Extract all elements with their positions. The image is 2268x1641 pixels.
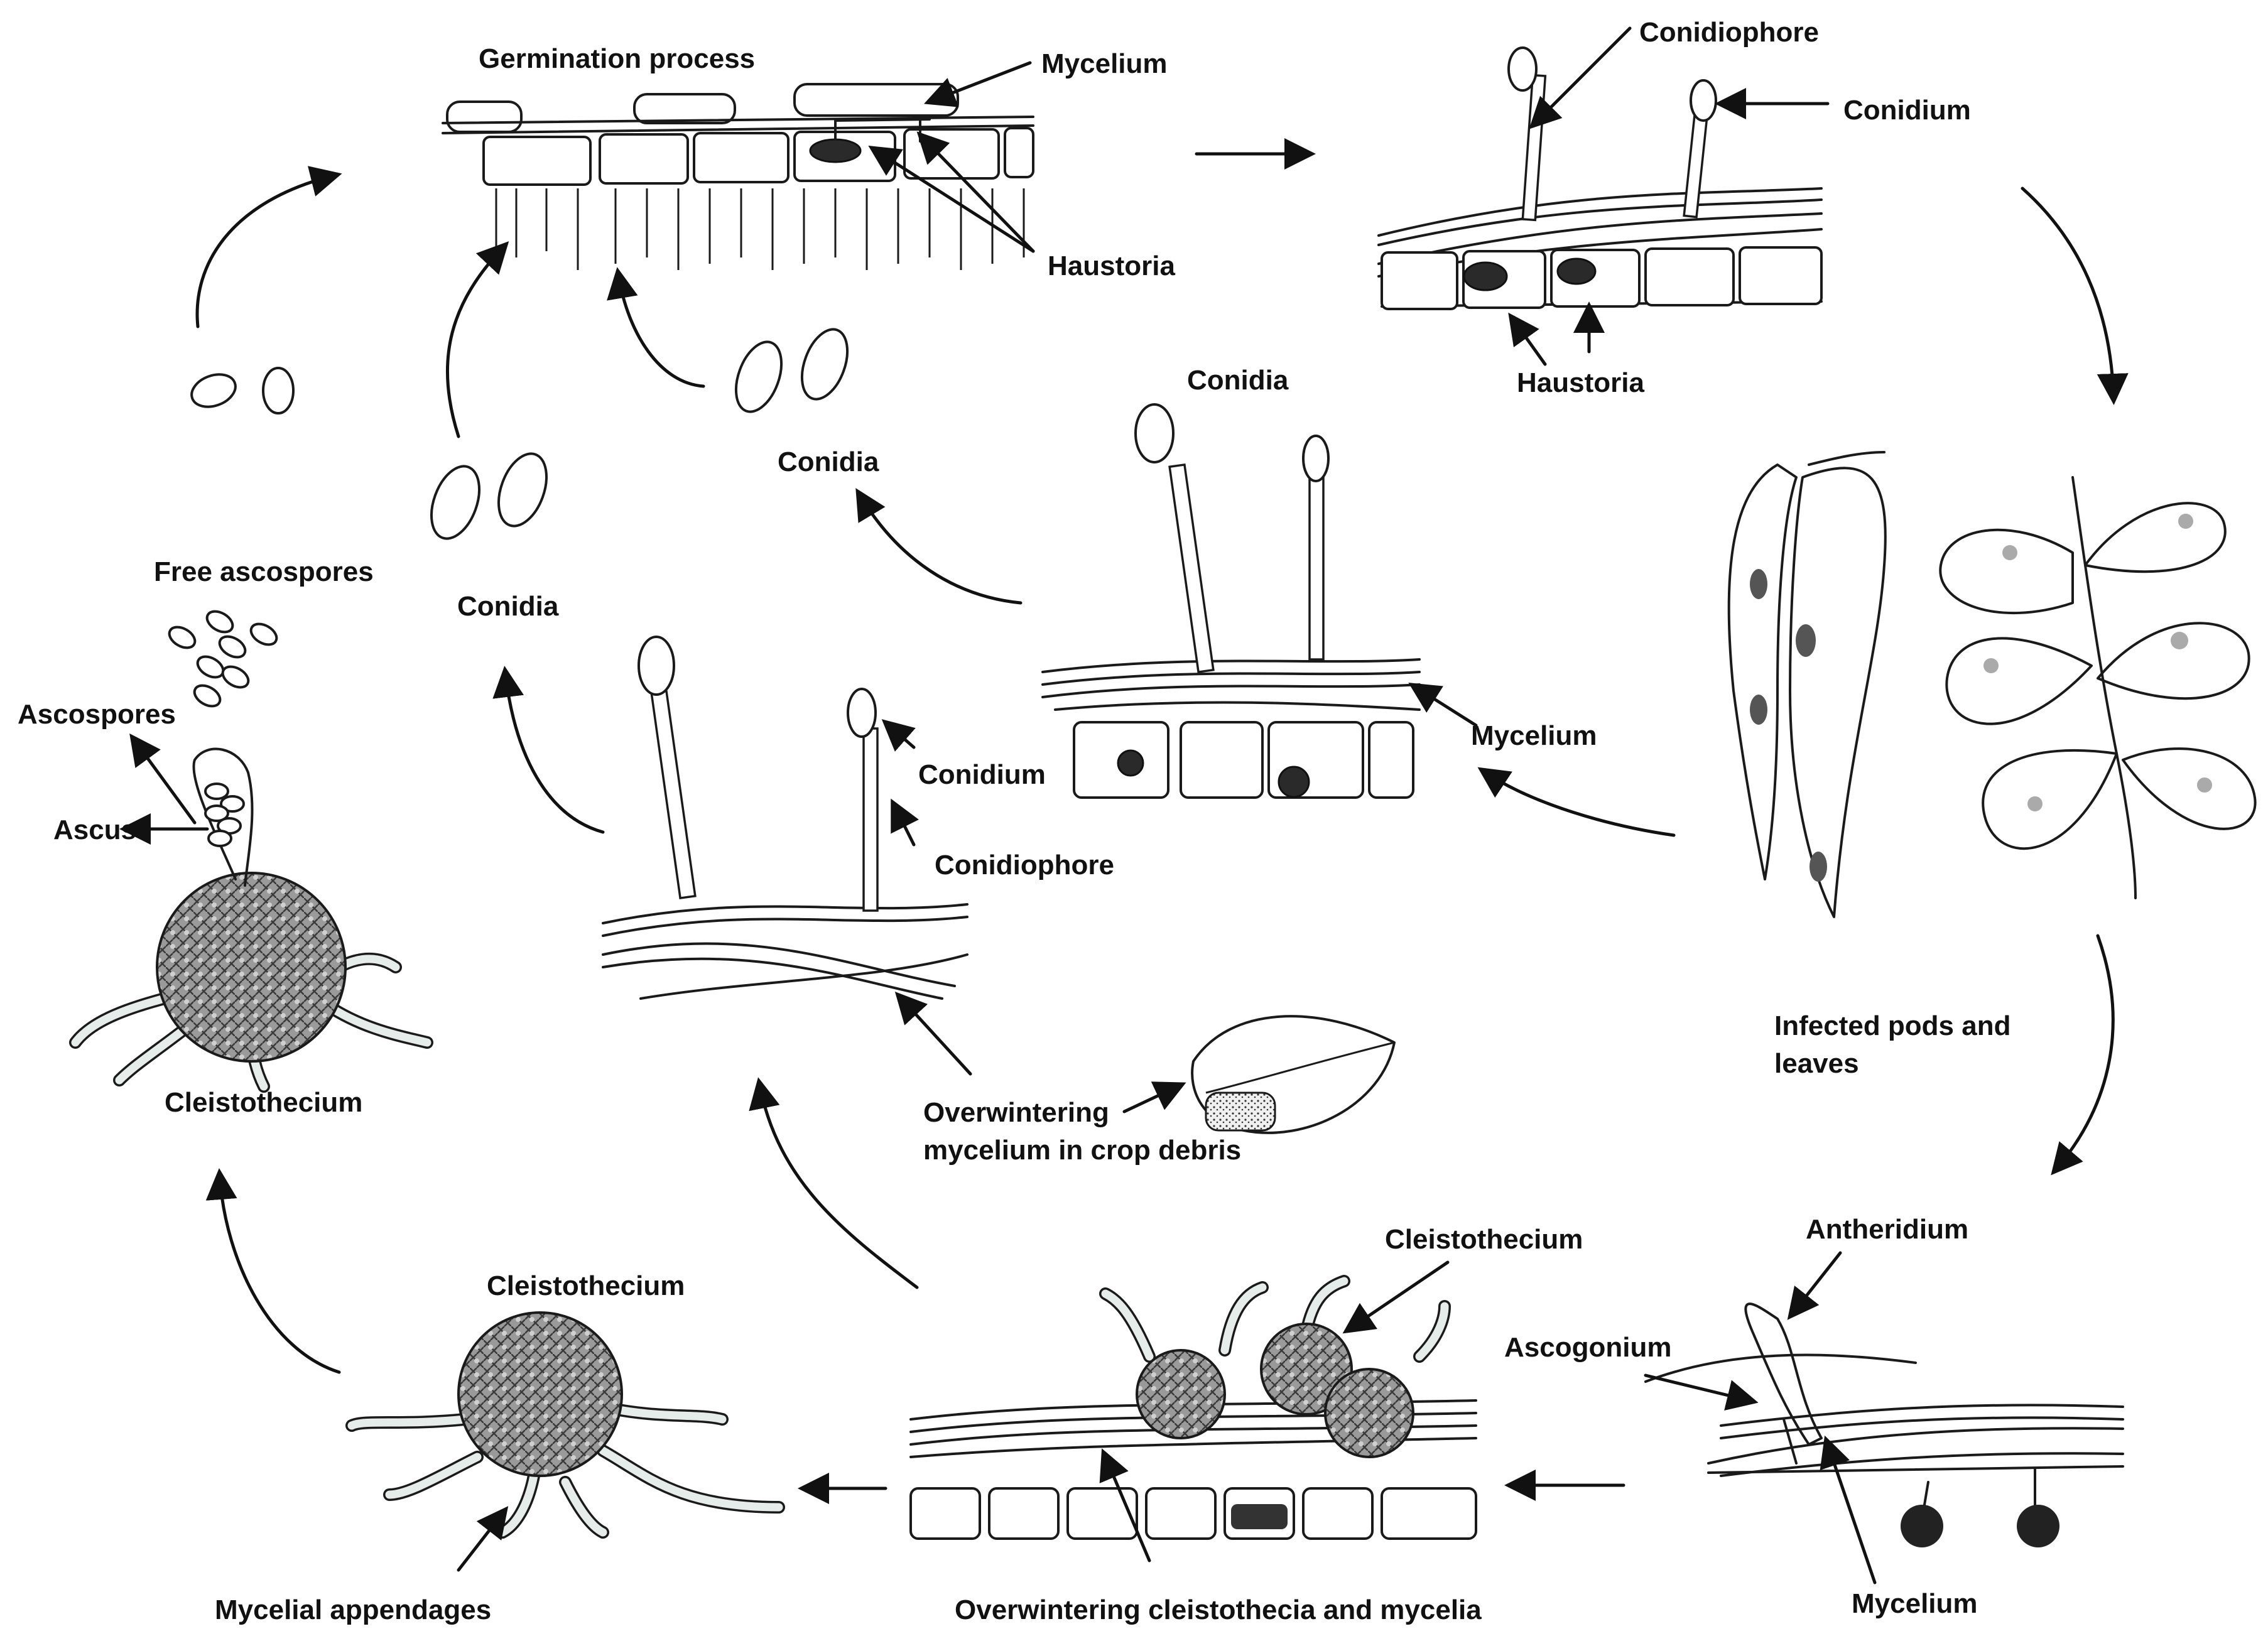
- label-conidia-upper-left: Conidia: [778, 447, 879, 477]
- label-mycelium-bottom-right: Mycelium: [1852, 1588, 1978, 1619]
- label-conidiophore-mid: Conidiophore: [935, 850, 1114, 880]
- overwintering-mycelium-conidiophore-illustration: [602, 636, 969, 1000]
- label-conidium-mid: Conidium: [918, 759, 1046, 790]
- label-mycelium-mid: Mycelium: [1471, 720, 1597, 751]
- label-ascus: Ascus: [53, 815, 136, 845]
- infected-pods-and-leaves: [1727, 451, 2257, 918]
- cleistothecium-with-appendages: [345, 1311, 785, 1539]
- label-cleistothecium-bottom-center: Cleistothecium: [1385, 1224, 1583, 1255]
- label-conidiophore-top: Conidiophore: [1639, 17, 1819, 48]
- label-conidia-center: Conidia: [1187, 365, 1289, 396]
- label-overwintering-debris-line2: mycelium in crop debris: [923, 1135, 1241, 1166]
- label-cleistothecium-bottom-left: Cleistothecium: [487, 1270, 685, 1301]
- label-mycelial-appendages: Mycelial appendages: [215, 1595, 491, 1625]
- label-antheridium: Antheridium: [1806, 1214, 1968, 1245]
- germinating-ascospores: [190, 367, 295, 414]
- label-overwintering-cleistothecia: Overwintering cleistothecia and mycelia: [955, 1595, 1482, 1625]
- label-conidium-top: Conidium: [1843, 95, 1971, 126]
- label-infected-pods-line1: Infected pods and: [1774, 1010, 2010, 1041]
- free-conidia: [430, 328, 849, 540]
- label-haustoria-top: Haustoria: [1048, 251, 1175, 281]
- center-conidiophore-illustration: [1041, 403, 1421, 799]
- label-pointer-arrows: [119, 26, 1877, 1584]
- label-ascospores: Ascospores: [18, 699, 176, 730]
- cleistothecium-with-ascus: [69, 747, 433, 1093]
- free-ascospores: [168, 610, 278, 708]
- label-haustoria-right: Haustoria: [1517, 367, 1644, 398]
- conidiophore-on-leaf-illustration: [1377, 46, 1823, 310]
- label-overwintering-debris-line1: Overwintering: [923, 1097, 1109, 1128]
- antheridium-ascogonium-illustration: [1644, 1303, 2124, 1547]
- label-infected-pods-line2: leaves: [1774, 1048, 1859, 1079]
- crop-debris-leaf: [1191, 1015, 1396, 1134]
- germination-process-illustration: [442, 83, 1034, 270]
- label-conidia-left: Conidia: [457, 591, 559, 622]
- label-germination-process: Germination process: [479, 43, 755, 74]
- life-cycle-arrows: [195, 138, 2129, 1504]
- label-free-ascospores: Free ascospores: [154, 556, 374, 587]
- label-ascogonium: Ascogonium: [1504, 1332, 1671, 1363]
- overwintering-cleistothecia-illustration: [909, 1275, 1477, 1540]
- label-cleistothecium-left: Cleistothecium: [165, 1087, 362, 1118]
- label-mycelium-top: Mycelium: [1041, 48, 1168, 79]
